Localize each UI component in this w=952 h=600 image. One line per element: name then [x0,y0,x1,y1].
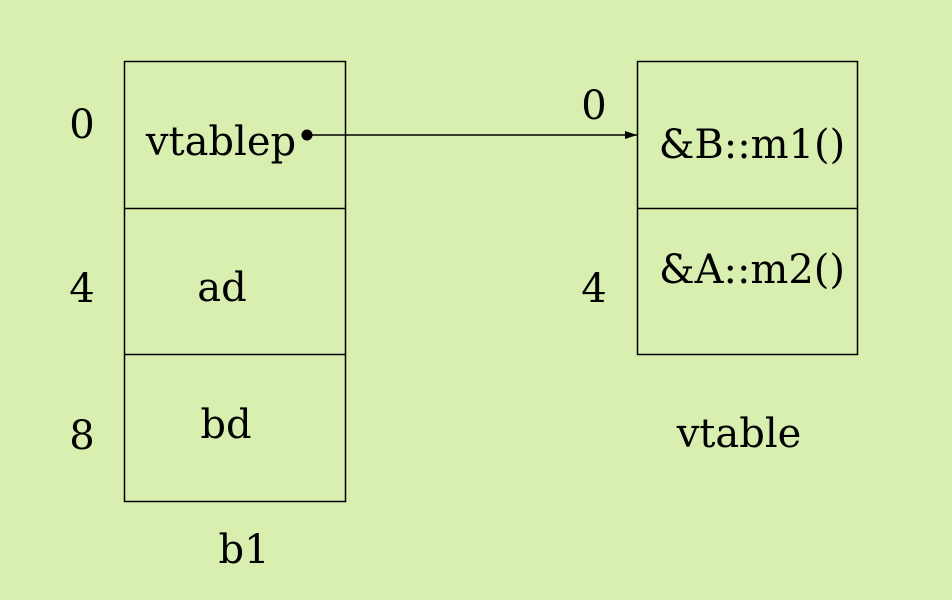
object-b1-block [123,60,347,503]
vtable-offset-4: 4 [581,266,607,312]
field-ad: ad [197,265,247,311]
vtable-entry-b-m1: &B::m1() [658,122,846,168]
vtable-entry-a-m2: &A::m2() [658,247,846,293]
vtable-pointer [301,129,637,141]
object-name-b1: b1 [218,527,270,573]
field-vtablep: vtablep [145,119,297,165]
vtable-block [636,60,859,356]
object-b1-outline [123,60,347,503]
field-bd: bd [200,402,252,448]
object-offset-8: 8 [69,413,95,459]
vtable-name: vtable [676,411,802,457]
vtable-offset-0: 0 [581,83,607,129]
object-offset-4: 4 [69,266,95,312]
object-offset-0: 0 [69,102,95,148]
